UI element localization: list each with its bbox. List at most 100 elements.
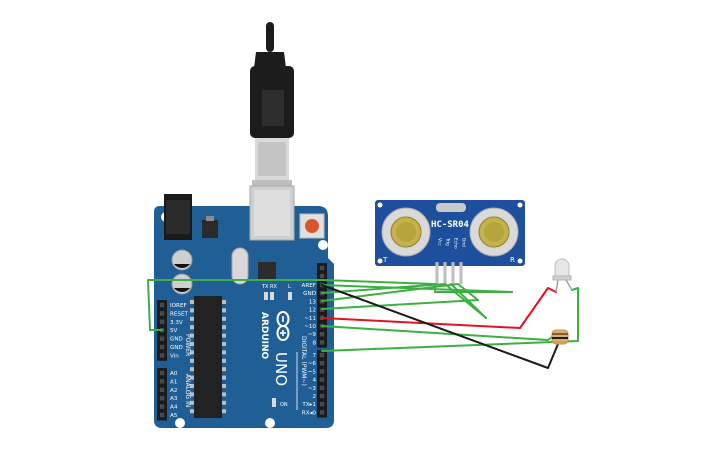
analog-pin[interactable] bbox=[159, 387, 165, 392]
usb-chip bbox=[258, 262, 276, 280]
wire-pin10 bbox=[321, 325, 553, 341]
digital-lower-pin-label: 2 bbox=[312, 394, 316, 400]
power-pin[interactable] bbox=[159, 311, 165, 316]
sensor-pin[interactable] bbox=[435, 262, 439, 284]
digital-upper-pin[interactable] bbox=[319, 340, 325, 345]
usb-cable[interactable] bbox=[250, 22, 294, 188]
power-header-label: POWER bbox=[184, 334, 191, 356]
digital-lower-pin[interactable] bbox=[319, 402, 325, 407]
analog-pin-label: A5 bbox=[170, 413, 178, 419]
digital-lower-pin-label: 7 bbox=[312, 353, 316, 359]
power-pin[interactable] bbox=[159, 302, 165, 308]
digital-top-pin[interactable] bbox=[319, 273, 325, 279]
sensor-pin[interactable] bbox=[451, 262, 455, 284]
digital-upper-pin-label: ~9 bbox=[308, 332, 317, 338]
chip-pin bbox=[222, 350, 226, 355]
digital-lower-pin-label: 4 bbox=[312, 378, 316, 384]
analog-pin[interactable] bbox=[159, 396, 165, 401]
arduino-uno-board[interactable]: TX RX L ON ARDUINO UNO POWER ANALOG IN D… bbox=[154, 185, 334, 428]
digital-upper-pin-label: 12 bbox=[309, 308, 316, 314]
chip-pin bbox=[222, 367, 226, 372]
on-led bbox=[272, 398, 276, 407]
wire-pin13-trig bbox=[321, 283, 487, 319]
arduino-logo-icon bbox=[276, 311, 290, 341]
chip-pin bbox=[190, 367, 194, 372]
digital-upper-pin-label: ~10 bbox=[304, 324, 316, 330]
wires bbox=[147, 279, 579, 369]
l-led bbox=[288, 292, 292, 300]
wire-gnd-resistor bbox=[321, 284, 559, 369]
sensor-pin-label: Trig bbox=[445, 237, 451, 246]
digital-upper-pin-label: GND bbox=[303, 291, 316, 297]
chip-pin bbox=[190, 350, 194, 355]
sensor-t-label: T bbox=[382, 256, 388, 264]
chip-pin bbox=[190, 375, 194, 380]
analog-pin-label: A1 bbox=[170, 379, 178, 385]
chip-pin bbox=[222, 300, 226, 304]
analog-pin[interactable] bbox=[159, 412, 165, 418]
digital-lower-pin[interactable] bbox=[319, 352, 325, 358]
analog-pin-label: A3 bbox=[170, 396, 178, 402]
analog-pin[interactable] bbox=[159, 370, 165, 376]
chip-pin bbox=[190, 384, 194, 388]
digital-lower-pin-label: ~5 bbox=[308, 369, 317, 375]
digital-lower-pin[interactable] bbox=[319, 361, 325, 366]
sensor-r-label: R bbox=[510, 256, 515, 264]
digital-lower-pin[interactable] bbox=[319, 377, 325, 382]
digital-header-label: DIGITAL (PWM~) bbox=[300, 336, 307, 386]
chip-pin bbox=[190, 358, 194, 363]
analog-header bbox=[157, 368, 167, 421]
power-pin[interactable] bbox=[159, 319, 165, 324]
rx-led bbox=[270, 292, 274, 300]
chip-pin bbox=[222, 384, 226, 388]
sensor-pin[interactable] bbox=[443, 262, 447, 284]
sensor-pin-label: Gnd bbox=[461, 238, 467, 247]
chip-pin bbox=[222, 375, 226, 380]
sensor-pin-label: Echo bbox=[453, 238, 459, 249]
analog-pin-label: A0 bbox=[170, 371, 178, 377]
pin-labels: IOREFRESET3.3V5VGNDGNDVinA0A1A2A3A4A5ARE… bbox=[170, 283, 316, 419]
receiver-icon bbox=[469, 207, 519, 257]
analog-pin-label: A4 bbox=[170, 405, 178, 411]
chip-pin bbox=[190, 342, 194, 346]
power-pin-label: IOREF bbox=[170, 303, 187, 309]
digital-upper-header bbox=[317, 280, 327, 348]
digital-lower-pin[interactable] bbox=[319, 385, 325, 390]
wire-echo-return bbox=[321, 283, 479, 302]
voltage-regulator bbox=[202, 220, 218, 238]
power-pin[interactable] bbox=[159, 344, 165, 350]
power-pin[interactable] bbox=[159, 336, 165, 341]
power-pin-label: 5V bbox=[170, 328, 178, 334]
chip-pin bbox=[190, 392, 194, 397]
digital-top-pin[interactable] bbox=[319, 265, 325, 271]
model-label: UNO bbox=[272, 352, 290, 386]
mounting-hole bbox=[265, 418, 275, 428]
sensor-pin[interactable] bbox=[459, 262, 463, 284]
digital-lower-header bbox=[317, 350, 327, 418]
chip-pin bbox=[190, 409, 194, 414]
led[interactable] bbox=[552, 258, 573, 293]
power-pin-label: Vin bbox=[170, 353, 179, 359]
tx-led bbox=[264, 292, 268, 300]
analog-pin[interactable] bbox=[159, 404, 165, 409]
chip-pin bbox=[190, 316, 194, 321]
chip-pin bbox=[190, 400, 194, 405]
digital-lower-pin-label: TX▸1 bbox=[301, 402, 316, 408]
chip-pins bbox=[190, 300, 226, 414]
digital-lower-pin[interactable] bbox=[319, 369, 325, 374]
chip-pin bbox=[222, 409, 226, 414]
resistor[interactable] bbox=[551, 329, 569, 345]
power-pin-label: RESET bbox=[170, 311, 189, 317]
chip-pin bbox=[222, 400, 226, 405]
digital-upper-pin[interactable] bbox=[319, 332, 325, 337]
analog-pin[interactable] bbox=[159, 379, 165, 384]
rx-label: RX bbox=[270, 284, 277, 290]
digital-lower-pin[interactable] bbox=[319, 393, 325, 399]
power-pin[interactable] bbox=[159, 353, 165, 358]
digital-lower-pin[interactable] bbox=[319, 410, 325, 415]
chip-pin bbox=[190, 308, 194, 313]
digital-upper-pin-label: 13 bbox=[309, 299, 317, 305]
l-label: L bbox=[288, 284, 291, 290]
